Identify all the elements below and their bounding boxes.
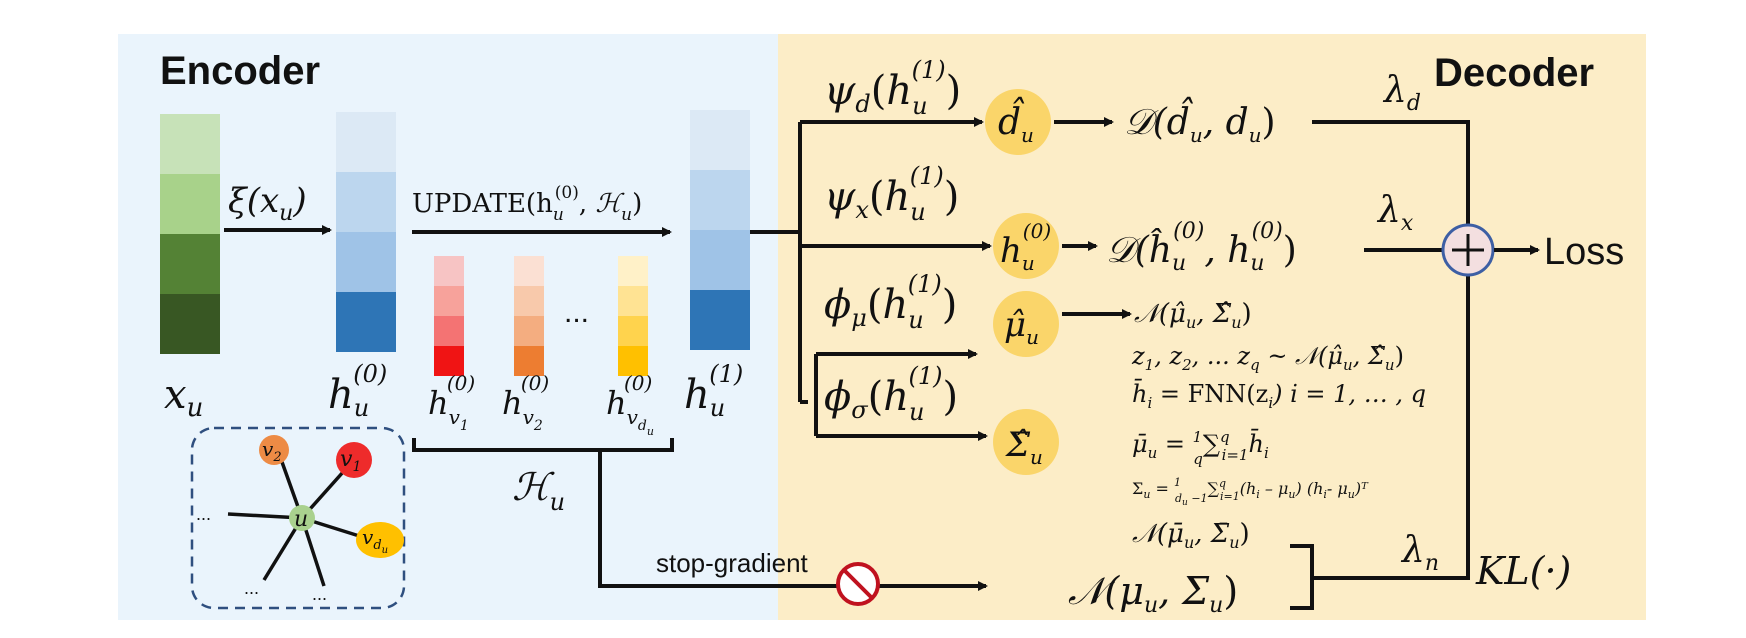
graph-node-v2-label: v2 (262, 437, 282, 465)
encoder-title: Encoder (160, 49, 320, 93)
normal-true-expr: 𝒩(μu, Σu) (1068, 569, 1238, 618)
graph-node-vd-label: vdu (362, 525, 388, 556)
kl-label: KL(·) (1475, 549, 1571, 593)
graph-ellipsis-bottom-left: ... (244, 578, 259, 598)
plus-symbol: + (1468, 249, 1469, 251)
normal-bar-expr: 𝒩(μ̄u, Σ̄u) (1132, 519, 1250, 552)
graph-node-v2 (259, 435, 289, 465)
lambda-d-label: λd (1382, 70, 1421, 116)
fnn-expr: h̄i = FNN(zi) i = 1, … , q (1132, 379, 1426, 412)
lambda-x-label: λx (1376, 190, 1414, 236)
node-sigma-hat-label: Σ̂u (1004, 425, 1043, 469)
node-mu-hat-label: μ̂u (1004, 305, 1039, 349)
sample-expr: z1, z2, ... zq ~ 𝒩(μ̂u, Σ̂u) (1131, 342, 1404, 374)
H-label: ℋu (512, 465, 565, 516)
loss-d-expr: 𝒟(d̂u, du) (1124, 97, 1276, 147)
node-mu-hat (993, 291, 1059, 357)
neighbor-ellipsis: ... (564, 296, 589, 329)
node-d-hat (985, 89, 1051, 155)
neighbor-label-1: hv1(0) (428, 371, 475, 434)
h1-column (690, 110, 750, 350)
loss-label: Loss (1544, 231, 1624, 273)
loss-h-expr: 𝒟(ĥu(0), hu(0)) (1106, 219, 1297, 276)
normal-hat-expr: 𝒩(μ̂u, Σ̂u) (1134, 299, 1252, 332)
neighbor-column-2 (514, 256, 544, 376)
neighbor-column-d (618, 256, 648, 376)
neighbor-label-d: hvdu(0) (606, 371, 654, 438)
psi-x-label: ψx(hu(1)) (824, 162, 959, 226)
graph-node-u (289, 505, 315, 531)
graph-ellipsis-left: ... (196, 504, 211, 524)
line-d-to-plus (1312, 120, 1470, 224)
graph-node-u-label: u (294, 507, 308, 532)
branch-trunk (750, 122, 802, 402)
lambda-n-label: λn (1400, 530, 1439, 576)
graph-node-v1-label: v1 (340, 447, 361, 475)
decoder-panel (778, 34, 1646, 620)
stop-gradient-label: stop-gradient (656, 548, 809, 578)
neighbor-column-1 (434, 256, 464, 376)
x-label: xu (164, 372, 203, 423)
phi-sigma-label: ϕσ(hu(1)) (824, 362, 958, 426)
graph-node-vd (356, 522, 404, 558)
h0-label: hu(0) (328, 360, 387, 422)
h1-label: hu(1) (684, 360, 743, 422)
update-label: UPDATE(hu(0), ℋu) (412, 183, 642, 225)
stop-icon (836, 562, 880, 606)
xi-label: ξ(xu) (228, 181, 307, 226)
node-d-hat-label: d̂u (998, 97, 1034, 147)
input-feature-column (160, 114, 220, 354)
h0-column (336, 112, 396, 352)
node-h-hat (993, 213, 1059, 279)
neighbor-bracket (412, 438, 674, 452)
phi-mu-label: ϕμ(hu(1)) (824, 270, 957, 334)
graph-ellipsis-bottom-right: ... (312, 584, 327, 604)
kl-bracket (1290, 544, 1470, 610)
neighbor-label-2: hv2(0) (502, 371, 549, 434)
psi-d-label: ψd(hu(1)) (824, 56, 961, 120)
node-h-hat-label: hu(0) (1000, 219, 1051, 275)
graph-node-v1 (336, 442, 372, 478)
decoder-title: Decoder (1434, 51, 1594, 95)
node-sigma-hat (993, 409, 1059, 475)
